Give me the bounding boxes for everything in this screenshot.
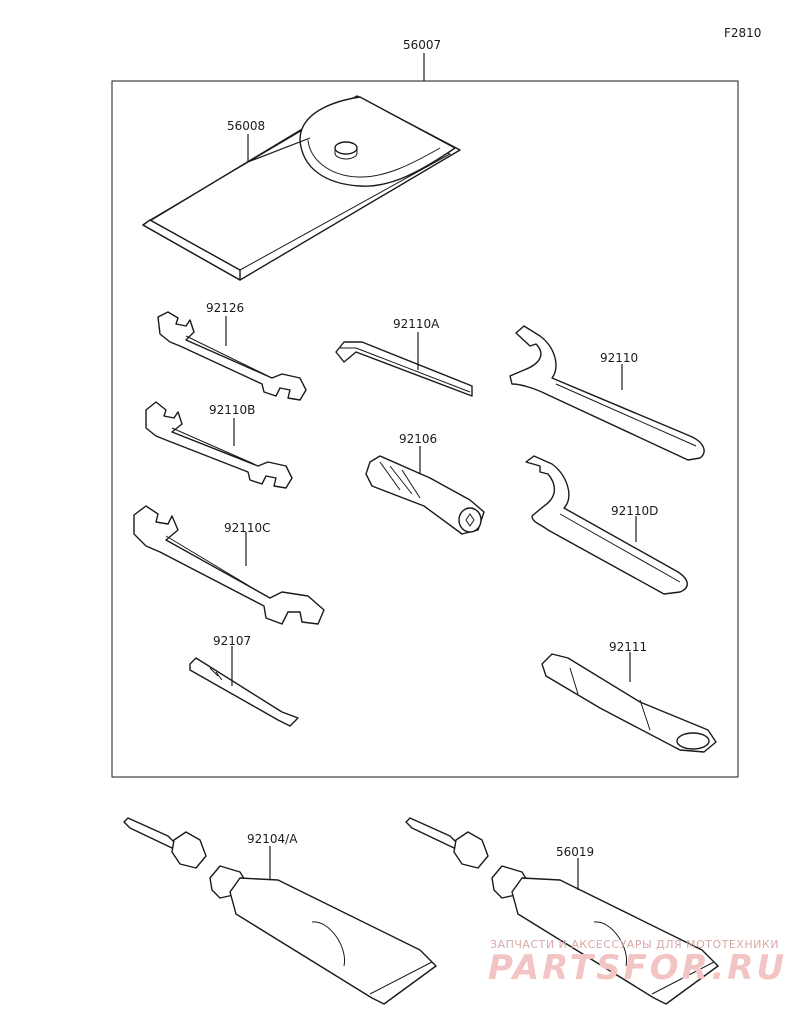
part-label-hook-spanner: 92110 [600,351,638,365]
figure-code: F2810 [724,26,761,40]
open-end-wrench-c [133,505,325,625]
hex-key [335,341,473,397]
part-label-kit: 56007 [403,38,441,52]
part-label-sealant-tube: 56019 [556,845,594,859]
open-end-wrench-b [145,401,293,489]
part-label-pouch: 56008 [227,119,265,133]
extension-handle [541,653,717,753]
part-label-hex-key: 92110A [393,317,440,331]
hook-spanner-d [525,455,688,595]
hook-spanner [509,325,705,461]
part-label-handle: 92111 [609,640,647,654]
grease-tube [123,817,437,1005]
part-label-wrench-small: 92126 [206,301,244,315]
open-end-wrench-small [157,311,307,401]
part-label-hook-spanner-d: 92110D [611,504,658,518]
sealant-tube [405,817,719,1005]
part-label-screwdriver: 92107 [213,634,251,648]
part-label-grease-tube: 92104/A [247,832,298,846]
spark-plug-tool [365,455,485,535]
part-label-wrench-b: 92110B [209,403,255,417]
part-label-wrench-c: 92110C [224,521,271,535]
kit-frame [111,80,739,778]
tool-pouch [142,95,461,281]
screwdriver-bit [189,657,299,727]
part-label-plug-tool: 92106 [399,432,437,446]
watermark-caption: ЗАПЧАСТИ И АКСЕССУАРЫ ДЛЯ МОТОТЕХНИКИ [490,938,779,951]
watermark-logo: PARTSFOR.RU [488,948,788,988]
